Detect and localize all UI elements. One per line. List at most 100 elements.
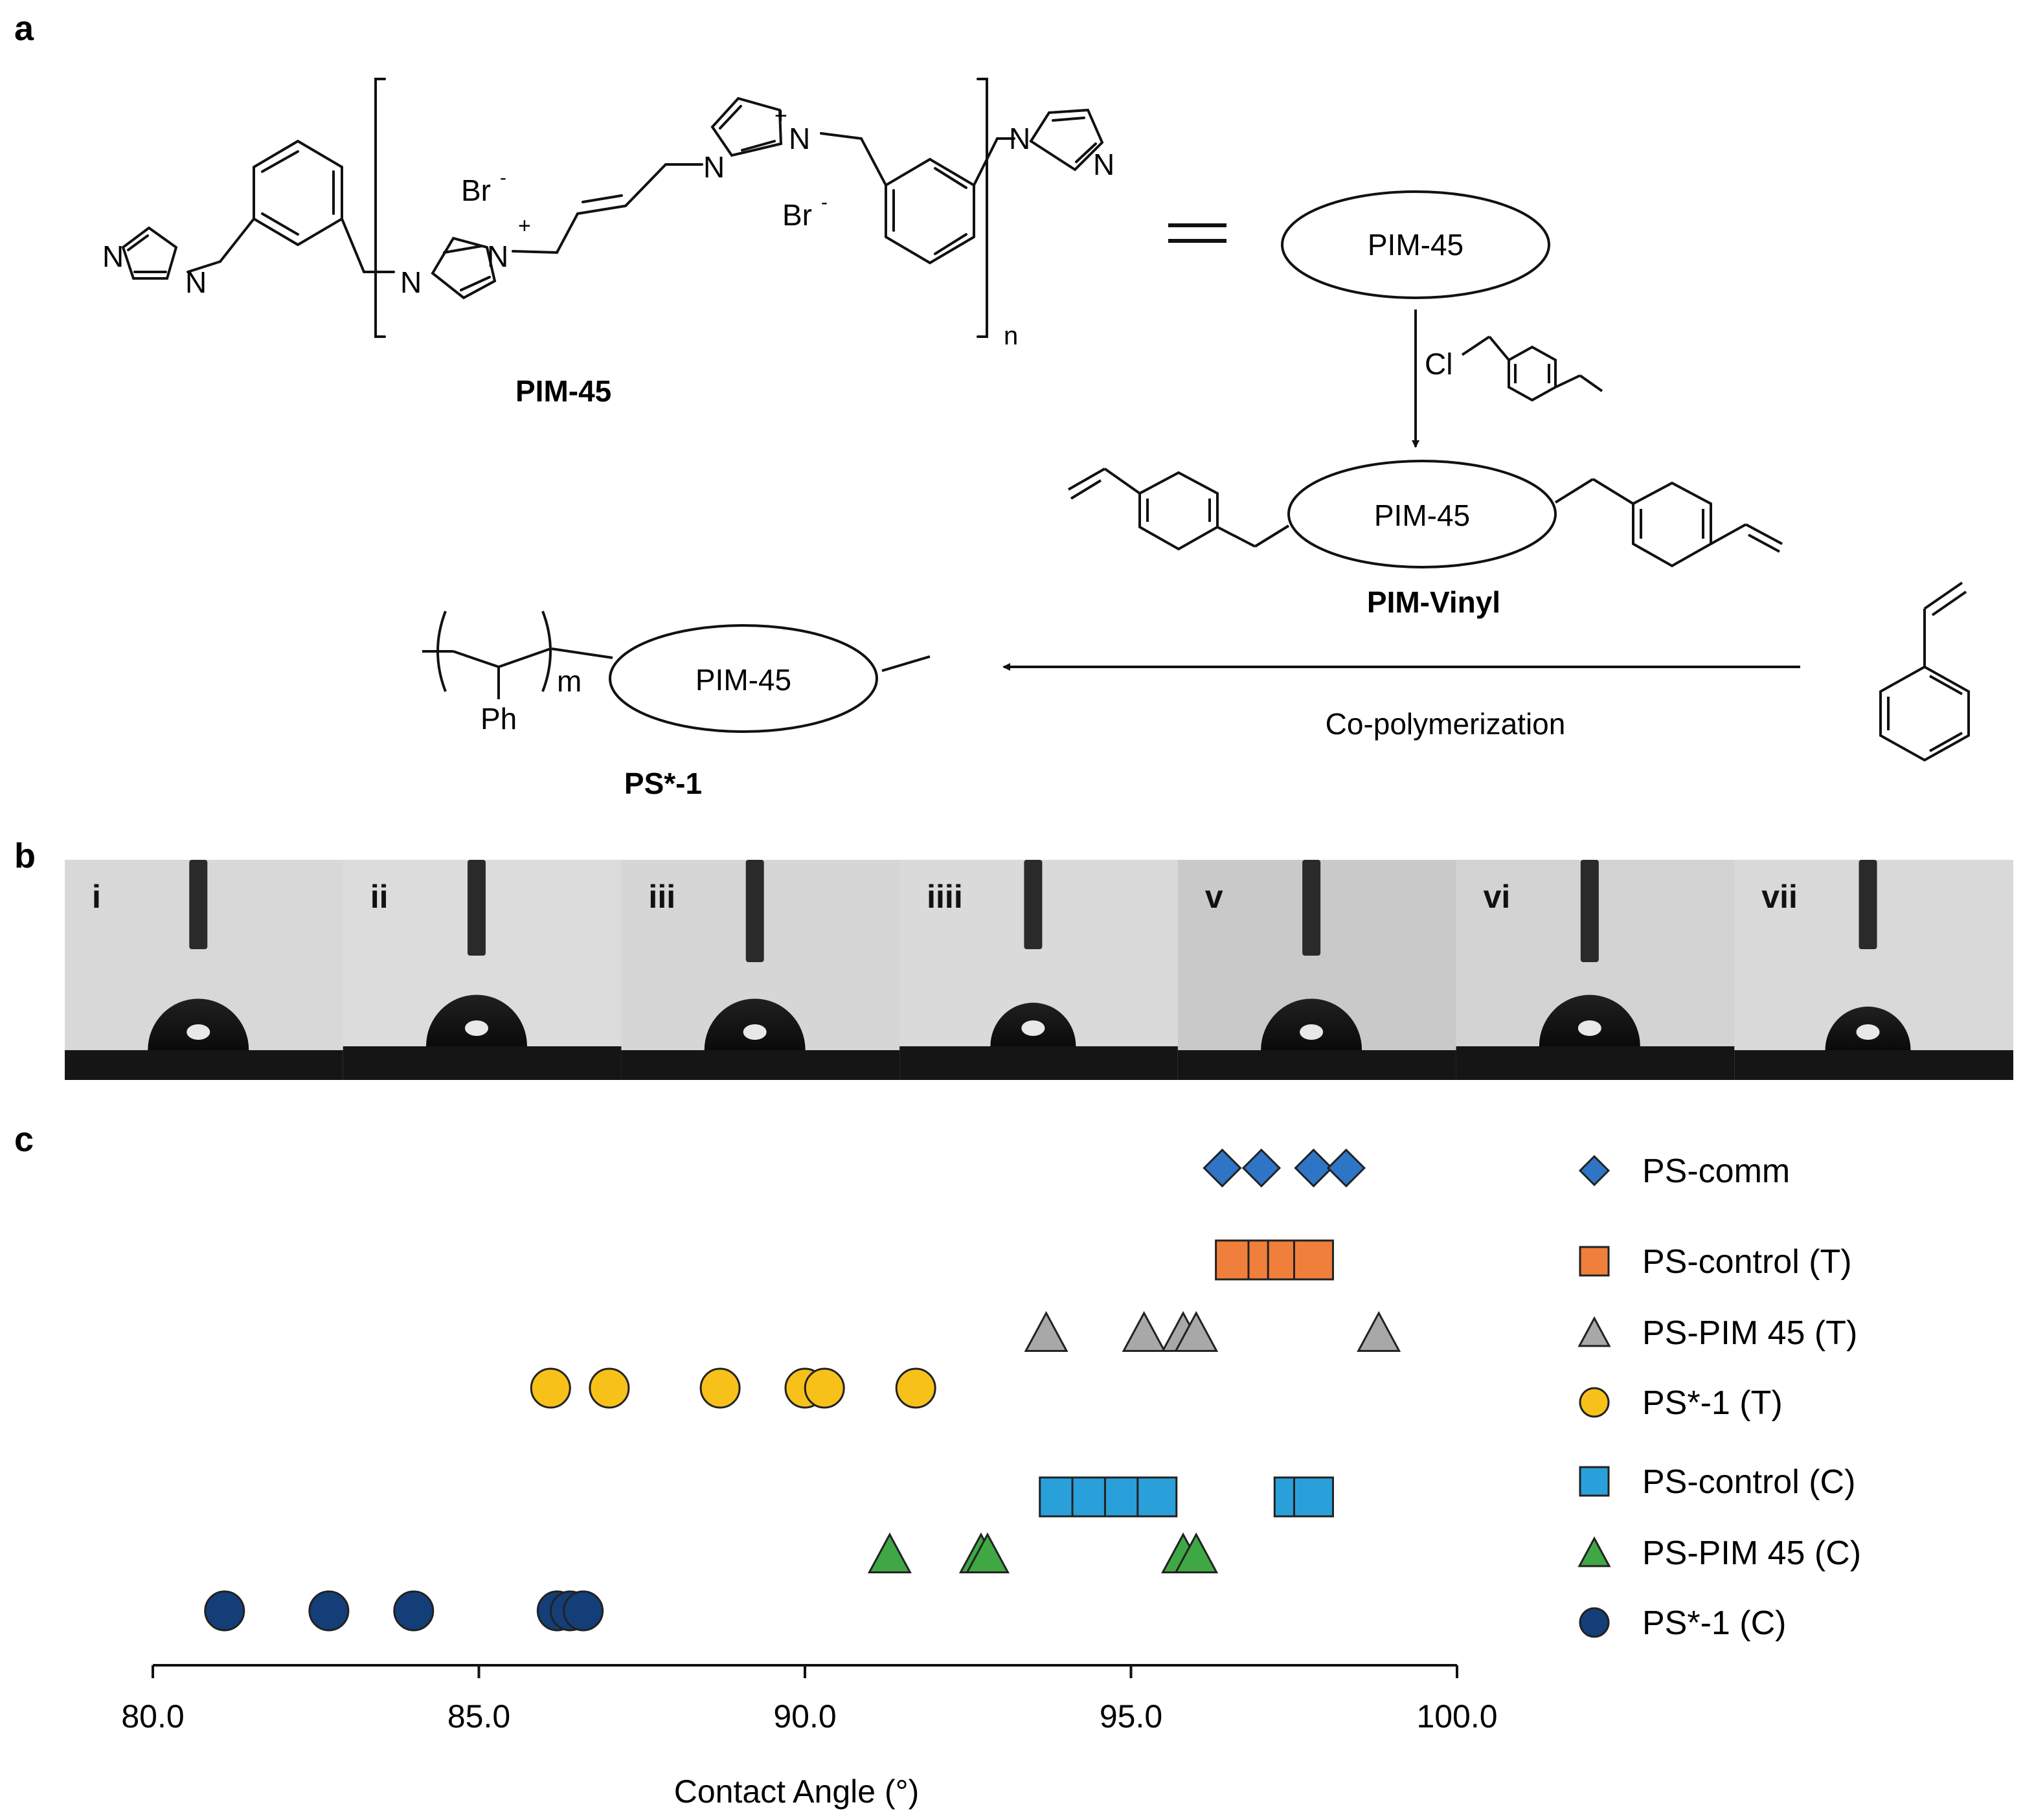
series-3 [1024, 1310, 1401, 1352]
data-point [1293, 1476, 1334, 1518]
droplet-photo-3: iii [621, 860, 901, 1080]
data-point [699, 1367, 741, 1409]
data-point [204, 1590, 245, 1632]
styrene [1879, 581, 1970, 762]
pim45-oval-top-text: PIM-45 [1368, 228, 1464, 262]
ps1-structure [422, 611, 931, 699]
substrate-surface [621, 1050, 901, 1080]
data-point [1203, 1148, 1242, 1188]
legend-marker [1579, 1387, 1610, 1418]
panel-label-c: c [14, 1120, 34, 1159]
br-charge-1: - [500, 167, 506, 188]
data-point [1122, 1310, 1166, 1352]
droplet-photo-7: vii [1734, 860, 2013, 1080]
series-1 [1203, 1148, 1366, 1188]
x-tick-label: 80.0 [121, 1698, 184, 1735]
panel-label-a: a [14, 9, 34, 48]
legend-item-2: PS-control (T) [1579, 1243, 1852, 1281]
n-label-3: N [400, 265, 422, 299]
photo-label-3: iii [648, 879, 675, 915]
substrate-surface [343, 1046, 622, 1080]
bracket-right [977, 78, 988, 338]
syringe-needle [467, 860, 486, 956]
data-point [393, 1590, 435, 1632]
br-label-2: Br [782, 198, 812, 232]
photo-label-6: vi [1484, 879, 1511, 915]
pim45-compound-label: PIM-45 [515, 374, 611, 408]
n-label-2: N [185, 265, 207, 299]
equals-sign [1168, 223, 1226, 243]
data-point [965, 1532, 1010, 1573]
data-point [1024, 1310, 1068, 1352]
data-point [308, 1590, 350, 1632]
plus-sign-2: + [774, 104, 787, 128]
data-point [1241, 1148, 1282, 1188]
pim45-structure [121, 78, 1104, 338]
imidazolium-ring-2 [710, 96, 783, 157]
series-2 [1215, 1239, 1334, 1281]
series-7 [204, 1590, 604, 1632]
bracket-left [374, 78, 386, 338]
droplet-photo-4: iiii [899, 860, 1179, 1080]
legend-marker [1577, 1316, 1611, 1347]
data-point [530, 1367, 571, 1409]
pim45-oval-top [1281, 190, 1550, 299]
vinylbenzyl-arm-left [1068, 467, 1290, 551]
legend-item-6: PS-PIM 45 (C) [1577, 1534, 1861, 1572]
data-point [804, 1367, 845, 1409]
series-4 [530, 1367, 936, 1409]
photo-label-4: iiii [927, 879, 963, 915]
syringe-needle [1580, 860, 1599, 962]
syringe-needle [1302, 860, 1321, 956]
substrate-surface [1456, 1046, 1735, 1080]
legend-marker [1579, 1246, 1610, 1277]
data-point [1294, 1148, 1333, 1188]
legend-marker [1579, 1466, 1610, 1497]
photo-label-5: v [1205, 879, 1223, 915]
ps1-oval [609, 624, 878, 733]
syringe-needle [189, 860, 208, 949]
photo-label-7: vii [1761, 879, 1798, 915]
x-tick-label: 85.0 [447, 1698, 510, 1735]
n-label-5: N [703, 150, 725, 184]
droplet-highlight [1856, 1024, 1880, 1040]
imidazole-ring-right [1029, 108, 1104, 172]
legend-marker [1578, 1154, 1610, 1187]
droplet-highlight [1577, 1020, 1601, 1036]
data-point [867, 1532, 912, 1573]
legend-label: PS-PIM 45 (T) [1642, 1314, 1857, 1352]
pim-vinyl-oval-text: PIM-45 [1374, 499, 1470, 532]
droplet-highlight [1021, 1020, 1045, 1036]
series-6 [867, 1532, 1219, 1573]
x-axis-label: Contact Angle (°) [674, 1773, 920, 1810]
substrate-surface [899, 1046, 1179, 1080]
legend-item-7: PS*-1 (C) [1579, 1604, 1786, 1642]
n-label-8: N [1093, 148, 1114, 181]
legend-label: PS*-1 (C) [1642, 1604, 1786, 1642]
vinylbenzyl-arm-right [1554, 478, 1783, 568]
droplet-highlight [1300, 1024, 1324, 1040]
copolymerization-label: Co-polymerization [1326, 707, 1566, 741]
data-points [204, 1148, 1401, 1632]
subscript-n: n [1004, 322, 1018, 350]
data-point [589, 1367, 630, 1409]
n-label-7: N [1009, 122, 1030, 155]
benzene-ring-left [253, 139, 343, 247]
legend-item-4: PS*-1 (T) [1579, 1384, 1783, 1422]
substrate-surface [65, 1050, 344, 1080]
droplet-photo-1: i [65, 860, 344, 1080]
vinylbenzyl-chloride [1461, 335, 1603, 402]
legend-item-1: PS-comm [1578, 1152, 1790, 1190]
droplet-highlight [743, 1024, 767, 1040]
imidazolium-ring-1 [431, 236, 497, 300]
legend-label: PS-control (T) [1642, 1243, 1852, 1281]
pim-vinyl-oval [1287, 460, 1557, 568]
data-point [1293, 1239, 1334, 1281]
x-tick-label: 100.0 [1416, 1698, 1497, 1735]
data-point [895, 1367, 936, 1409]
